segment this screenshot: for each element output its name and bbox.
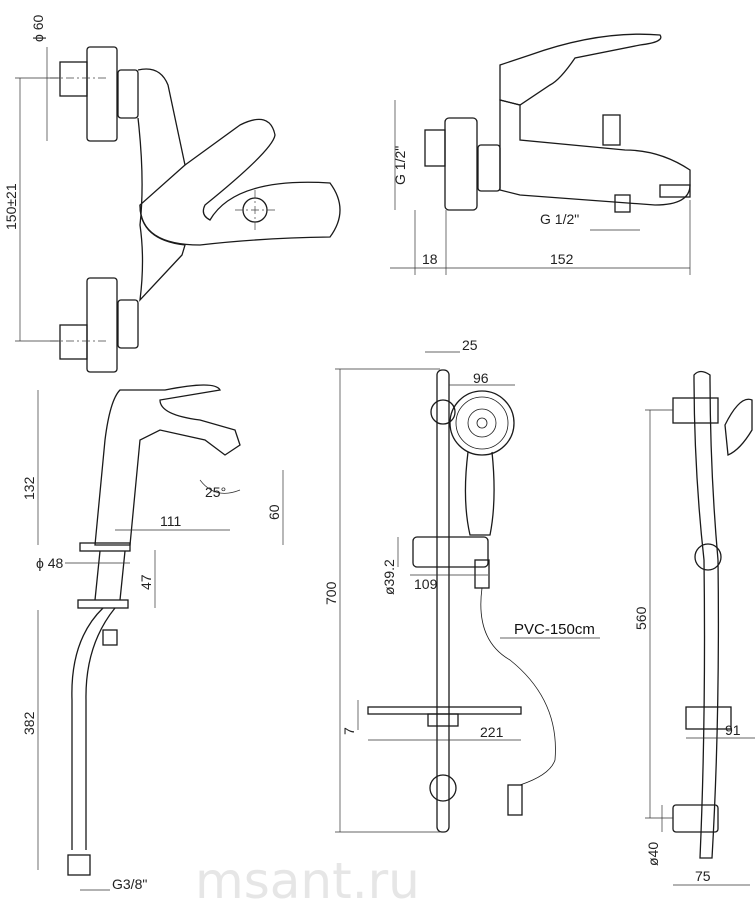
dim-bracket-spacing-560: 560 bbox=[633, 606, 649, 630]
dim-holder-reach-109: 109 bbox=[414, 576, 438, 592]
dim-base-diameter-48: ϕ 48 bbox=[36, 555, 64, 571]
dim-shelf-width-221: 221 bbox=[480, 724, 504, 740]
dim-angle-25: 25° bbox=[205, 484, 226, 500]
hose-label: PVC-150cm bbox=[514, 621, 595, 638]
dim-bracket-diameter-40: ø40 bbox=[645, 842, 661, 866]
watermark: msant.ru bbox=[195, 852, 420, 900]
dim-head-diameter-96: 96 bbox=[473, 370, 489, 386]
dim-inlet-thread: G 1/2" bbox=[392, 146, 408, 185]
dim-reach-111: 111 bbox=[160, 513, 181, 529]
dim-diameter-60: ϕ 60 bbox=[30, 14, 46, 42]
wall-mixer-side-view: G 1/2" G 1/2" 18 152 bbox=[390, 33, 691, 275]
dim-holder-diameter: ø39.2 bbox=[381, 559, 397, 595]
dim-shelf-depth-91: 91 bbox=[725, 722, 741, 738]
dim-wall-depth-18: 18 bbox=[422, 251, 438, 267]
wall-mixer-front-view: ϕ 60 150±21 bbox=[3, 14, 341, 373]
shower-set-side-view: 560 91 ø40 75 bbox=[633, 370, 755, 886]
dim-hose-thread: G3/8" bbox=[112, 876, 147, 892]
shower-set-front-view: 25 96 700 ø39.2 109 PVC-150cm 7 221 bbox=[323, 337, 600, 833]
dim-outlet-thread: G 1/2" bbox=[540, 211, 579, 227]
dim-spacing-150: 150±21 bbox=[3, 183, 19, 230]
dim-height-132: 132 bbox=[21, 476, 37, 500]
dim-bar-width-25: 25 bbox=[462, 337, 478, 353]
dim-length-152: 152 bbox=[550, 251, 574, 267]
basin-mixer-view: 132 25° 111 60 ϕ 48 47 382 G3/8" bbox=[21, 384, 284, 892]
dim-wall-offset-75: 75 bbox=[695, 868, 711, 884]
dim-spout-height-60: 60 bbox=[266, 504, 282, 520]
dim-hose-382: 382 bbox=[21, 711, 37, 735]
dim-shelf-thickness-7: 7 bbox=[341, 727, 357, 735]
dim-shank-47: 47 bbox=[138, 574, 154, 590]
dim-bar-length-700: 700 bbox=[323, 581, 339, 605]
